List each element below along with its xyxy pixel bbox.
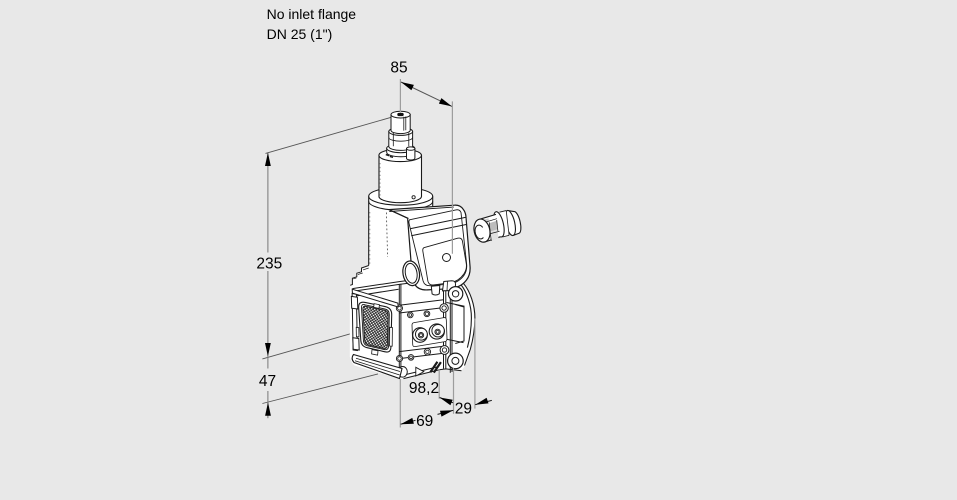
svg-text:No inlet flange: No inlet flange (267, 6, 357, 22)
svg-text:235: 235 (256, 255, 282, 272)
svg-text:DN 25 (1"): DN 25 (1") (267, 26, 333, 42)
svg-text:29: 29 (455, 401, 472, 418)
svg-text:47: 47 (259, 373, 276, 390)
svg-text:69: 69 (416, 413, 433, 430)
svg-text:85: 85 (390, 59, 407, 76)
svg-text:98,2: 98,2 (409, 380, 439, 397)
